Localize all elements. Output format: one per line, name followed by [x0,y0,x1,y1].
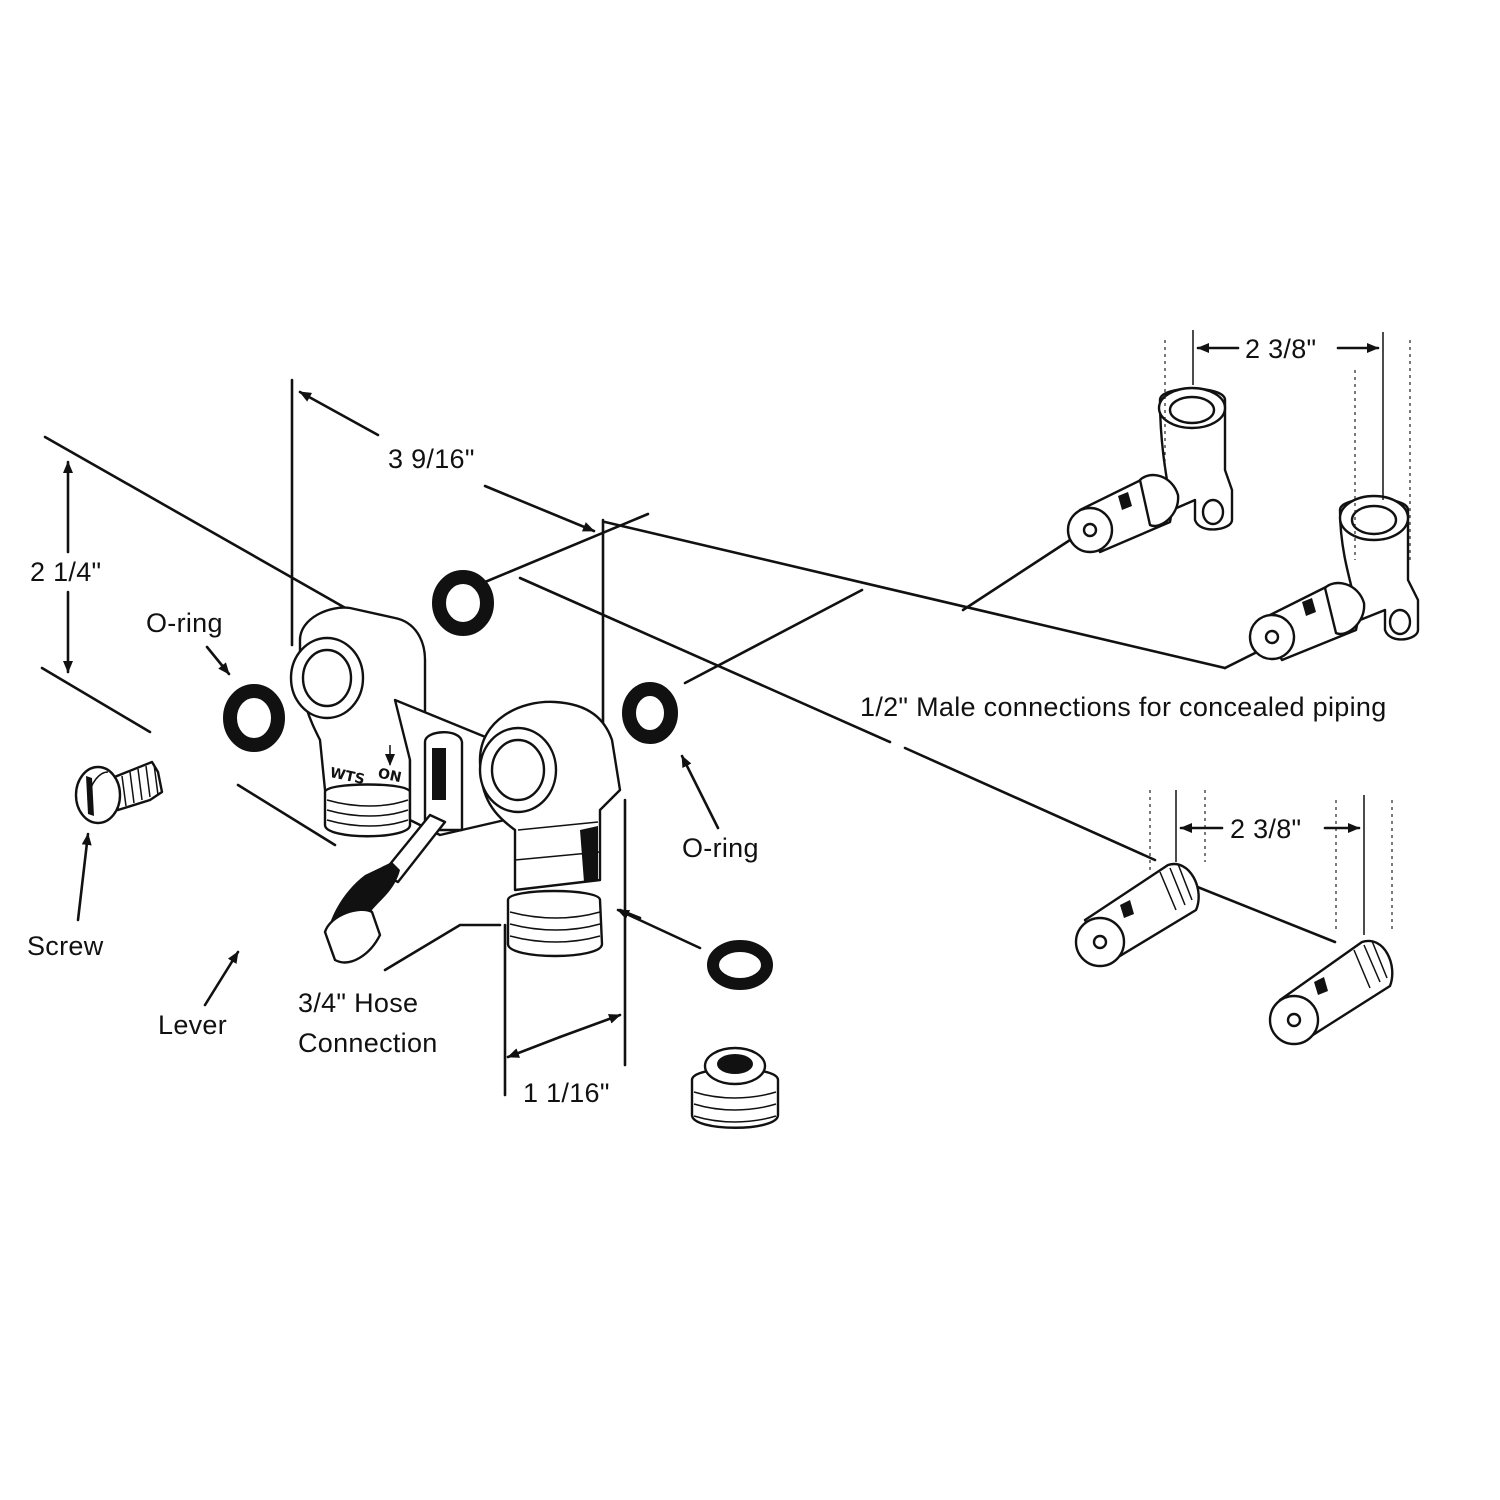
label-oring-right: O-ring [682,833,759,863]
spacing-dimension-bottom [1149,790,1393,935]
screw-part [74,760,164,825]
straight-connector-lower-right [1268,939,1394,1046]
lever-arrow [203,950,240,1007]
valve-body: WTS ON [289,606,622,958]
elbow-connector-upper-right [1248,494,1420,662]
valve-marking-brand: WTS [328,765,366,788]
label-male-connections: 1/2" Male connections for concealed pipi… [860,692,1387,722]
label-screw: Screw [27,931,104,961]
oring-right [622,682,678,744]
lever-part [323,813,447,964]
hose-cap-part [690,1046,780,1129]
label-hose-connection-line1: 3/4" Hose [298,988,419,1018]
oring-bottom [707,940,773,990]
label-spacing-top: 2 3/8" [1245,334,1317,364]
elbow-connector-upper-left [1066,386,1234,554]
label-outlet-dimension: 1 1/16" [523,1078,610,1108]
oring-top-middle [432,570,494,636]
label-oring-left: O-ring [146,608,223,638]
label-spacing-bottom: 2 3/8" [1230,814,1302,844]
label-height-dimension: 2 1/4" [30,557,102,587]
spacing-dimension-top [1164,330,1411,560]
label-width-dimension: 3 9/16" [388,444,475,474]
height-dimension [40,435,372,734]
oring-bottom-leader [618,908,642,920]
label-lever: Lever [158,1010,228,1040]
oring-right-arrow [680,754,720,830]
outlet-dimension [503,798,627,1097]
hose-connection-leader [383,923,502,972]
oring-left-arrow [205,645,231,676]
oring-left [223,684,285,752]
valve-marking-on: ON [376,766,402,787]
straight-connector-lower-left [1074,862,1200,968]
screw-arrow [76,832,92,922]
connection-leader-lines [236,520,1337,944]
label-hose-connection-line2: Connection [298,1028,438,1058]
oring-bottom-arrow [616,908,702,950]
